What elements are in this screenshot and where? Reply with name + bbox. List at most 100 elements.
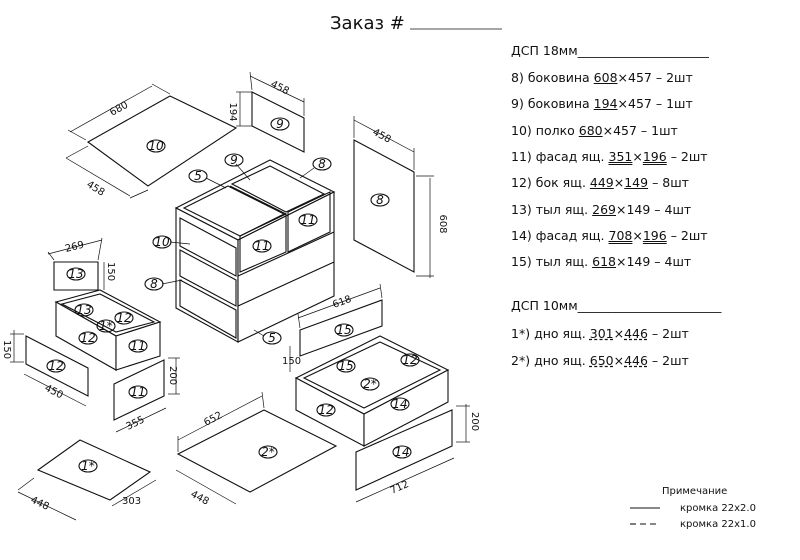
dsp18-qty: – 4шт	[650, 201, 692, 217]
dsp18-dim1: 608	[593, 70, 618, 85]
dim-top-680: 680	[108, 100, 130, 119]
small-drawer-box: 13 12 1* 12 11	[54, 289, 162, 371]
label-1-panel: 1*	[81, 459, 95, 473]
dsp18-dim2: 196	[642, 227, 667, 243]
dim-s14-200: 200	[469, 412, 480, 431]
order-title: Заказ #	[330, 13, 405, 34]
dsp10-x: ×	[613, 352, 625, 368]
dsp18-row: 11) фасад ящ. 351×196 – 2шт	[511, 149, 708, 164]
note-solid: кромка 22х2.0	[680, 503, 756, 514]
dsp18-x: ×	[617, 96, 629, 112]
dsp18-x: ×	[632, 148, 643, 164]
dsp18-num: 8)	[511, 70, 528, 85]
part-9-side-panel: 458 194 9	[227, 71, 305, 153]
note-dashed: кромка 22х1.0	[680, 519, 756, 530]
dim-s13-150: 150	[105, 262, 116, 281]
dsp18-dim1: 351	[608, 148, 633, 164]
dim-p8-608: 608	[437, 214, 448, 233]
dim-s11-355: 355	[124, 414, 146, 432]
dsp10-dim1: 301	[589, 326, 614, 341]
label-8-cab-top: 8	[318, 157, 326, 171]
part-1-drawer-bottom: 448 303 1*	[17, 439, 157, 521]
dsp18-row: 15) тыл ящ. 618×149 – 4шт	[511, 254, 691, 269]
dsp18-num: 9)	[511, 96, 528, 112]
dsp18-qty: – 1шт	[651, 96, 693, 112]
dim-b1-448: 448	[29, 495, 51, 513]
dsp18-num: 11)	[511, 148, 536, 164]
dsp10-qty: – 2шт	[647, 352, 689, 368]
dsp18-dim1: 708	[608, 227, 633, 243]
label-11-box: 11	[130, 339, 145, 353]
label-10-cab: 10	[154, 235, 170, 249]
dsp18-row: 14) фасад ящ. 708×196 – 2шт	[511, 228, 708, 243]
dsp18-dim2: 149	[626, 254, 651, 270]
dsp10-name: дно ящ.	[534, 352, 590, 368]
label-9-cab: 9	[230, 153, 238, 167]
label-12-box-b: 12	[80, 331, 95, 345]
label-5-b: 5	[268, 331, 276, 345]
dsp18-qty: – 2шт	[651, 70, 693, 85]
large-drawer-box: 15 12 2* 12 14	[294, 335, 450, 447]
label-8-cab-side: 8	[150, 277, 158, 291]
label-10-top: 10	[148, 139, 164, 153]
part-11-drawer-front: 200 355 11	[113, 357, 180, 433]
dsp18-dim1: 269	[592, 201, 616, 217]
label-12-lbox-b: 12	[318, 403, 333, 417]
dsp18-dim1: 618	[592, 254, 616, 270]
dim-s11-200: 200	[167, 366, 178, 385]
part-10-top-panel: 680 458 10	[65, 83, 238, 199]
dsp18-row: 8) боковина 608×457 – 2шт	[511, 70, 693, 85]
part-15-drawer-back: 618 150 15	[282, 283, 383, 372]
dsp18-num: 13)	[511, 201, 536, 217]
dsp18-row: 12) бок ящ. 449×149 – 8шт	[511, 175, 689, 190]
label-13-part: 13	[68, 267, 83, 281]
dsp10-num: 1*)	[511, 326, 535, 341]
dim-top-458: 458	[84, 179, 106, 198]
dsp18-dim2: 457	[628, 96, 652, 112]
dsp10-header-text: ДСП 10мм	[511, 298, 578, 313]
dsp18-x: ×	[617, 70, 629, 85]
dsp10-qty: – 2шт	[647, 326, 689, 341]
note-title: Примечание	[662, 486, 727, 497]
label-1-box: 1*	[99, 319, 113, 333]
dsp18-num: 15)	[511, 254, 536, 270]
label-2-panel: 2*	[261, 445, 275, 459]
dsp18-x: ×	[615, 201, 627, 217]
dsp10-dim2: 446	[624, 352, 648, 368]
dim-s14-712: 712	[389, 479, 411, 497]
dsp18-x: ×	[615, 254, 627, 270]
dsp18-qty: – 8шт	[648, 175, 689, 191]
label-11-cab-mid: 11	[254, 239, 269, 253]
dim-b2-652: 652	[202, 410, 224, 429]
label-14-box: 14	[392, 397, 407, 411]
dsp10-row: 1*) дно ящ. 301×446 – 2шт	[511, 326, 689, 341]
dsp18-dim2: 196	[642, 148, 667, 164]
label-11-cab-top: 11	[300, 213, 315, 227]
dsp18-row: 10) полко 680×457 – 1шт	[511, 123, 678, 138]
dsp18-name: боковина	[527, 96, 594, 112]
dsp10-num: 2*)	[511, 352, 535, 368]
label-5-a: 5	[194, 169, 202, 183]
label-12-box: 12	[116, 311, 131, 325]
dim-p9-194: 194	[227, 102, 238, 121]
part-8-side-panel: 458 608 8	[353, 116, 448, 278]
dsp18-name: тыл ящ.	[535, 254, 593, 270]
dsp18-dim2: 457	[613, 122, 637, 138]
label-13-box: 13	[76, 303, 91, 317]
dsp18-num: 12)	[511, 175, 536, 191]
dsp18-name: боковина	[527, 70, 594, 85]
dim-s15-150: 150	[282, 356, 301, 367]
dsp18-dim1: 680	[578, 122, 603, 138]
dim-b1-303: 303	[122, 496, 141, 507]
dsp18-row: 9) боковина 194×457 – 1шт	[511, 96, 693, 111]
label-9-panel: 9	[276, 117, 284, 131]
dim-s12-150: 150	[1, 340, 12, 359]
dsp10-x: ×	[613, 326, 625, 341]
dsp10-row: 2*) дно ящ. 650×446 – 2шт	[511, 353, 689, 368]
dim-s12-450: 450	[43, 383, 65, 401]
dsp10-dim1: 650	[589, 352, 614, 368]
label-11-part: 11	[130, 385, 145, 399]
dim-p8-458: 458	[371, 127, 393, 146]
part-14-drawer-front: 200 712 14	[355, 404, 480, 503]
